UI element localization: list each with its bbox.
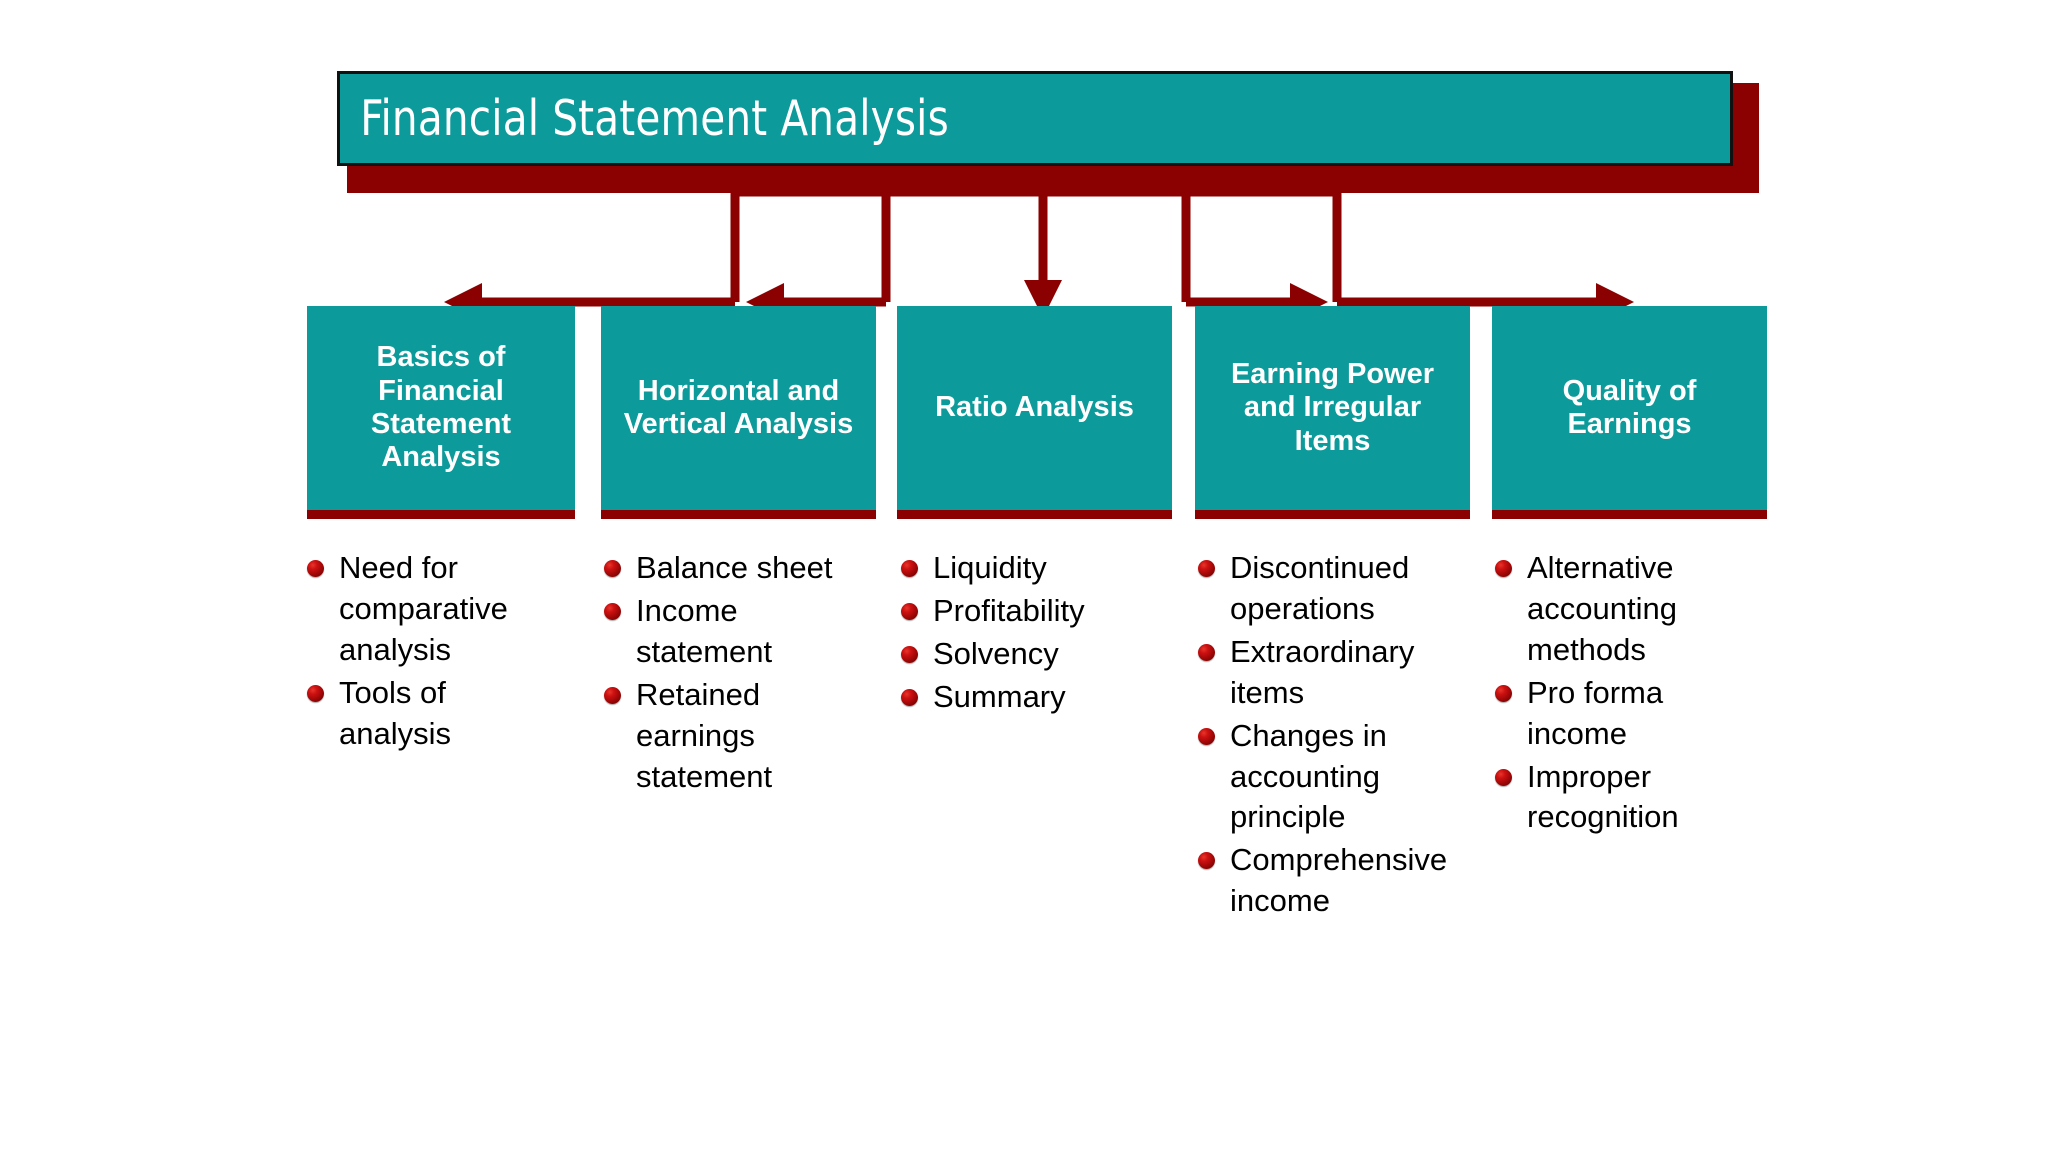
list-item[interactable]: Extraordinary items <box>1198 632 1453 714</box>
branch-box-horizontal-vertical[interactable]: Horizontal and Vertical Analysis <box>601 306 876 519</box>
branch-box-row: Basics of Financial Statement Analysis H… <box>0 306 2048 526</box>
bullet-dot-icon <box>604 602 621 620</box>
bullet-list-basics: Need for comparative analysis Tools of a… <box>307 548 557 757</box>
list-item[interactable]: Summary <box>901 677 1151 718</box>
branch-box-quality-of-earnings[interactable]: Quality of Earnings <box>1492 306 1767 519</box>
list-item-label: Tools of analysis <box>339 674 451 751</box>
list-item[interactable]: Solvency <box>901 634 1151 675</box>
bullet-dot-icon <box>307 684 324 702</box>
bullet-dot-icon <box>901 560 918 577</box>
list-item[interactable]: Profitability <box>901 591 1151 632</box>
list-item[interactable]: Discontinued operations <box>1198 548 1453 630</box>
branch-heading: Ratio Analysis <box>935 391 1134 424</box>
bullet-dot-icon <box>1198 852 1215 870</box>
list-item-label: Profitability <box>933 592 1085 628</box>
list-item-label: Alternative accounting methods <box>1527 550 1677 667</box>
list-item[interactable]: Comprehensive income <box>1198 840 1453 922</box>
list-item-label: Summary <box>933 678 1066 714</box>
list-item[interactable]: Retained earnings statement <box>604 675 854 798</box>
branch-heading: Basics of Financial Statement Analysis <box>370 341 512 474</box>
bullet-dot-icon <box>901 688 918 706</box>
list-item-label: Pro forma income <box>1527 674 1664 751</box>
title-banner: Financial Statement Analysis <box>337 71 1733 166</box>
bullet-dot-icon <box>604 560 621 577</box>
list-item-label: Need for comparative analysis <box>339 550 508 667</box>
list-item-label: Improper recognition <box>1527 758 1679 835</box>
bullet-dot-icon <box>1495 768 1512 786</box>
bullet-dot-icon <box>1198 560 1215 577</box>
list-item[interactable]: Changes in accounting principle <box>1198 716 1453 839</box>
branch-box-basics[interactable]: Basics of Financial Statement Analysis <box>307 306 575 519</box>
list-item[interactable]: Improper recognition <box>1495 757 1750 839</box>
list-item-label: Liquidity <box>933 550 1047 585</box>
list-item[interactable]: Need for comparative analysis <box>307 548 557 671</box>
list-item[interactable]: Tools of analysis <box>307 673 557 755</box>
bullet-dot-icon <box>1198 727 1215 745</box>
bullet-dot-icon <box>1495 684 1512 702</box>
list-item[interactable]: Balance sheet <box>604 548 854 589</box>
bullet-dot-icon <box>604 686 621 704</box>
list-item[interactable]: Pro forma income <box>1495 673 1750 755</box>
bullet-dot-icon <box>901 602 918 620</box>
bullet-list-quality-of-earnings: Alternative accounting methods Pro forma… <box>1495 548 1750 840</box>
branch-box-ratio-analysis[interactable]: Ratio Analysis <box>897 306 1172 519</box>
bullet-list-horizontal-vertical: Balance sheet Income statement Retained … <box>604 548 854 799</box>
list-item[interactable]: Liquidity <box>901 548 1151 589</box>
bullet-dot-icon <box>1198 643 1215 661</box>
bullet-list-earning-power: Discontinued operations Extraordinary it… <box>1198 548 1453 924</box>
branch-heading: Earning Power and Irregular Items <box>1230 357 1435 457</box>
branch-heading: Quality of Earnings <box>1562 374 1697 440</box>
list-item-label: Balance sheet <box>636 550 833 585</box>
bullet-dot-icon <box>1495 560 1512 577</box>
list-item[interactable]: Income statement <box>604 591 854 673</box>
branch-heading: Horizontal and Vertical Analysis <box>623 374 854 440</box>
list-item[interactable]: Alternative accounting methods <box>1495 548 1750 671</box>
page-title: Financial Statement Analysis <box>360 90 949 147</box>
list-item-label: Comprehensive income <box>1230 842 1448 919</box>
bullet-list-ratio-analysis: Liquidity Profitability Solvency Summary <box>901 548 1151 720</box>
bullet-dot-icon <box>901 645 918 663</box>
list-item-label: Retained earnings statement <box>636 676 773 794</box>
list-item-label: Discontinued operations <box>1230 550 1410 626</box>
bullet-dot-icon <box>307 560 324 577</box>
branch-box-earning-power[interactable]: Earning Power and Irregular Items <box>1195 306 1470 519</box>
list-item-label: Income statement <box>636 592 773 669</box>
list-item-label: Solvency <box>933 635 1059 671</box>
list-item-label: Changes in accounting principle <box>1230 717 1387 835</box>
list-item-label: Extraordinary items <box>1230 633 1415 710</box>
